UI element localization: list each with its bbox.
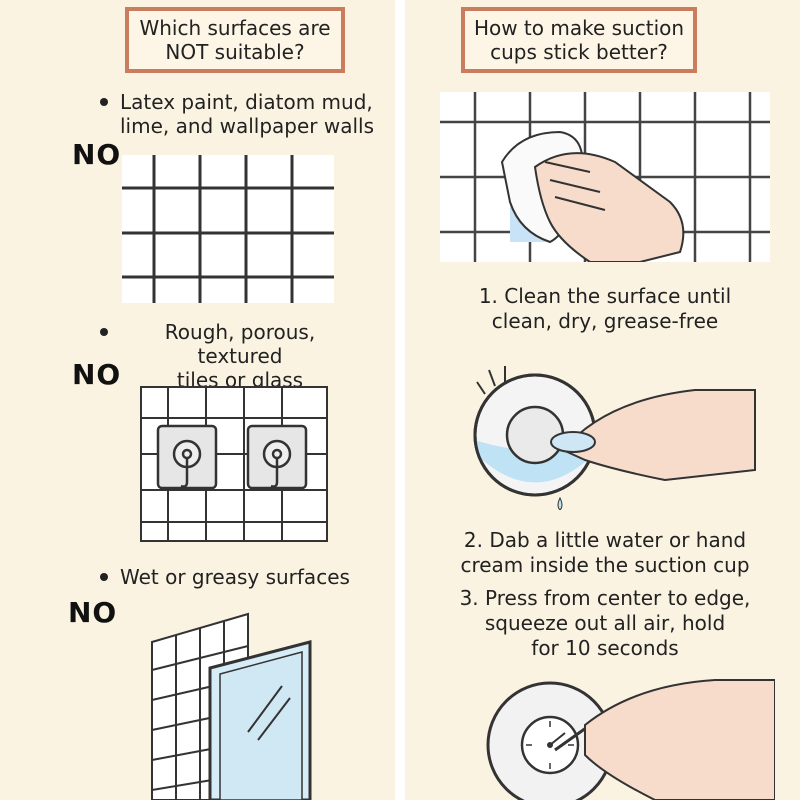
unsuitable-heading: Which surfaces are NOT suitable? xyxy=(125,7,345,73)
unsuitable-item-3-verdict: NO xyxy=(68,596,118,629)
wiping-hand-icon xyxy=(440,92,770,262)
unsuitable-item-1-text: Latex paint, diatom mud, lime, and wallp… xyxy=(120,90,375,138)
suction-cup-water-icon xyxy=(473,366,756,510)
suction-tips-heading: How to make suction cups stick better? xyxy=(461,7,697,73)
bullet-icon xyxy=(100,573,108,581)
suction-step-1: 1. Clean the surface until clean, dry, g… xyxy=(478,284,732,333)
suction-step-3: 3. Press from center to edge, squeeze ou… xyxy=(459,586,751,660)
suction-tips-column: How to make suction cups stick better? 1… xyxy=(405,0,800,800)
suction-step-2: 2. Dab a little water or hand cream insi… xyxy=(460,528,750,577)
suction-cup-press-icon xyxy=(486,679,775,800)
unsuitable-item-2-verdict: NO xyxy=(72,358,122,391)
hook-icon xyxy=(246,424,308,490)
tile-hooks-icon xyxy=(140,386,328,542)
hook-icon xyxy=(156,424,218,490)
unsuitable-item-3-text: Wet or greasy surfaces xyxy=(120,565,350,589)
unsuitable-item-1-verdict: NO xyxy=(72,138,122,171)
unsuitable-surfaces-column: Which surfaces are NOT suitable? Latex p… xyxy=(0,0,395,800)
bullet-icon xyxy=(100,98,108,106)
grid-wall-icon xyxy=(122,155,334,303)
unsuitable-item-2-text: Rough, porous, textured tiles or glass xyxy=(164,320,316,392)
glass-panel-icon xyxy=(151,612,312,800)
bullet-icon xyxy=(100,328,108,336)
